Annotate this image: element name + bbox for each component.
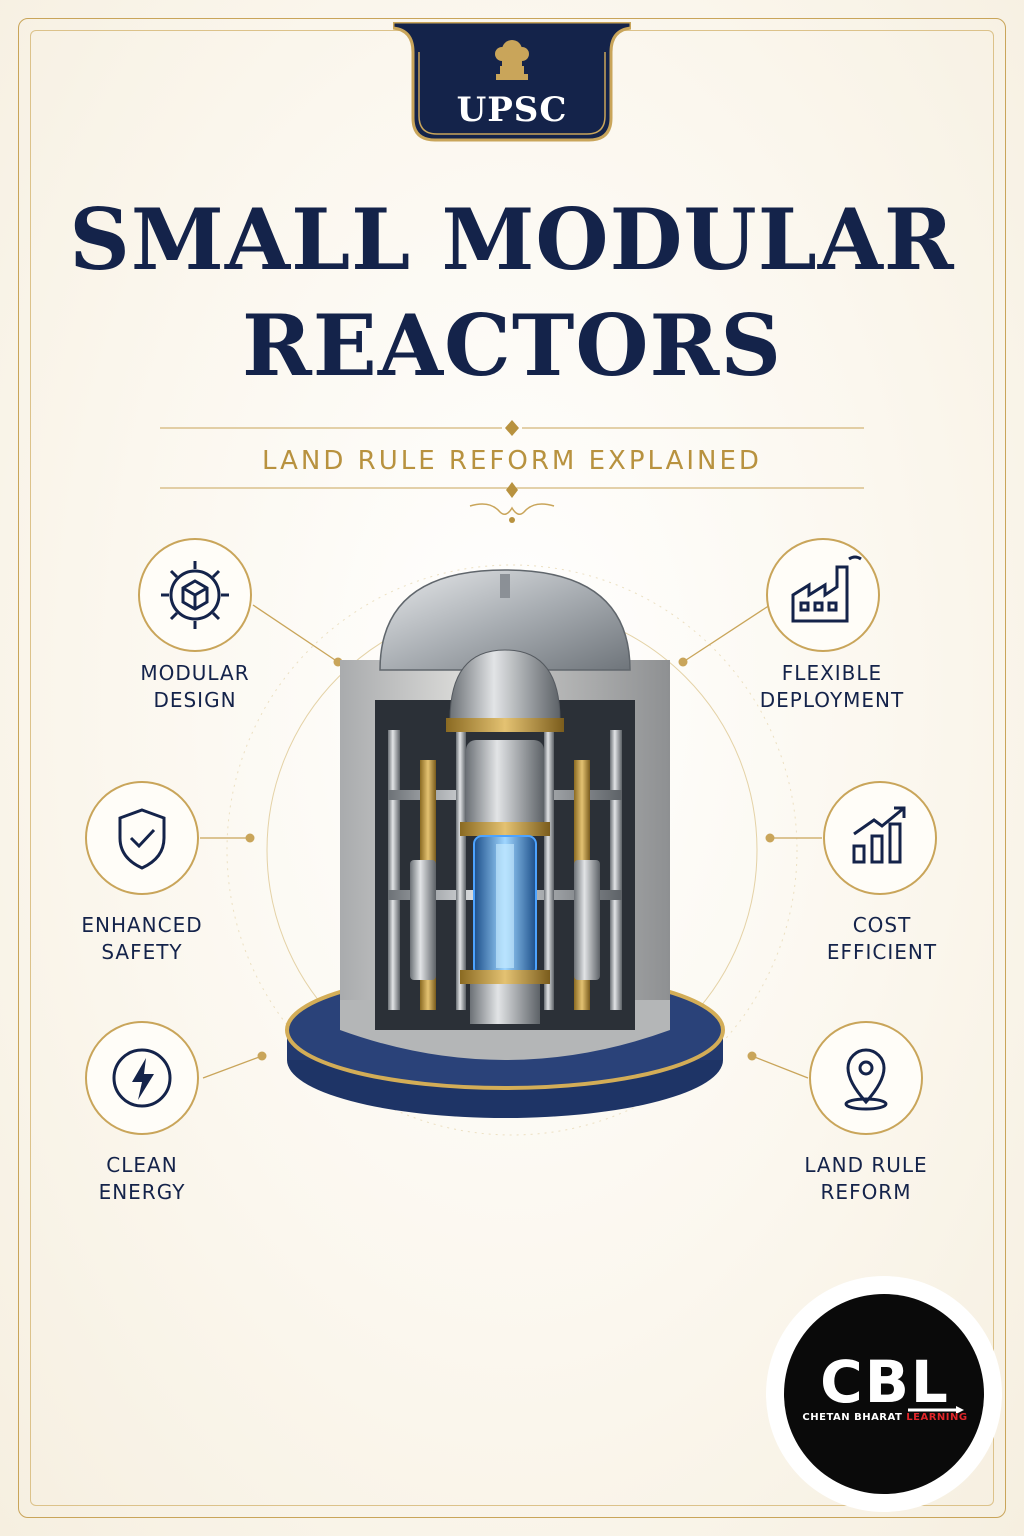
feature-land-rule-reform: LAND RULE REFORM bbox=[804, 1153, 928, 1204]
page-title-line1: SMALL MODULAR bbox=[69, 190, 955, 289]
page-subtitle: LAND RULE REFORM EXPLAINED bbox=[262, 446, 762, 476]
title-ornaments bbox=[160, 420, 864, 523]
upsc-label: UPSC bbox=[456, 90, 568, 130]
feature-modular-design: MODULAR DESIGN bbox=[140, 661, 250, 712]
feature-flexible-deployment: FLEXIBLE DEPLOYMENT bbox=[759, 661, 905, 712]
shield-check-icon bbox=[85, 781, 199, 895]
map-pin-icon bbox=[809, 1021, 923, 1135]
feature-enhanced-safety: ENHANCED SAFETY bbox=[81, 913, 203, 964]
feature-cost-efficient: COST EFFICIENT bbox=[826, 913, 938, 964]
bar-chart-arrow-icon bbox=[823, 781, 937, 895]
reactor-illustration bbox=[285, 569, 725, 1118]
outer-border bbox=[18, 18, 1006, 1518]
factory-icon bbox=[766, 538, 880, 652]
brand-name: CHETAN BHARAT LEARNING bbox=[802, 1412, 968, 1423]
feature-clean-energy: CLEAN ENERGY bbox=[98, 1153, 186, 1204]
brand-logo-badge bbox=[766, 1276, 1002, 1512]
brand-logo-letters: CBL bbox=[820, 1348, 950, 1416]
gear-cube-icon bbox=[138, 538, 252, 652]
national-emblem-icon bbox=[495, 40, 529, 80]
upsc-badge bbox=[393, 22, 631, 142]
lightning-icon bbox=[85, 1021, 199, 1135]
page-title-line2: REACTORS bbox=[241, 296, 782, 395]
